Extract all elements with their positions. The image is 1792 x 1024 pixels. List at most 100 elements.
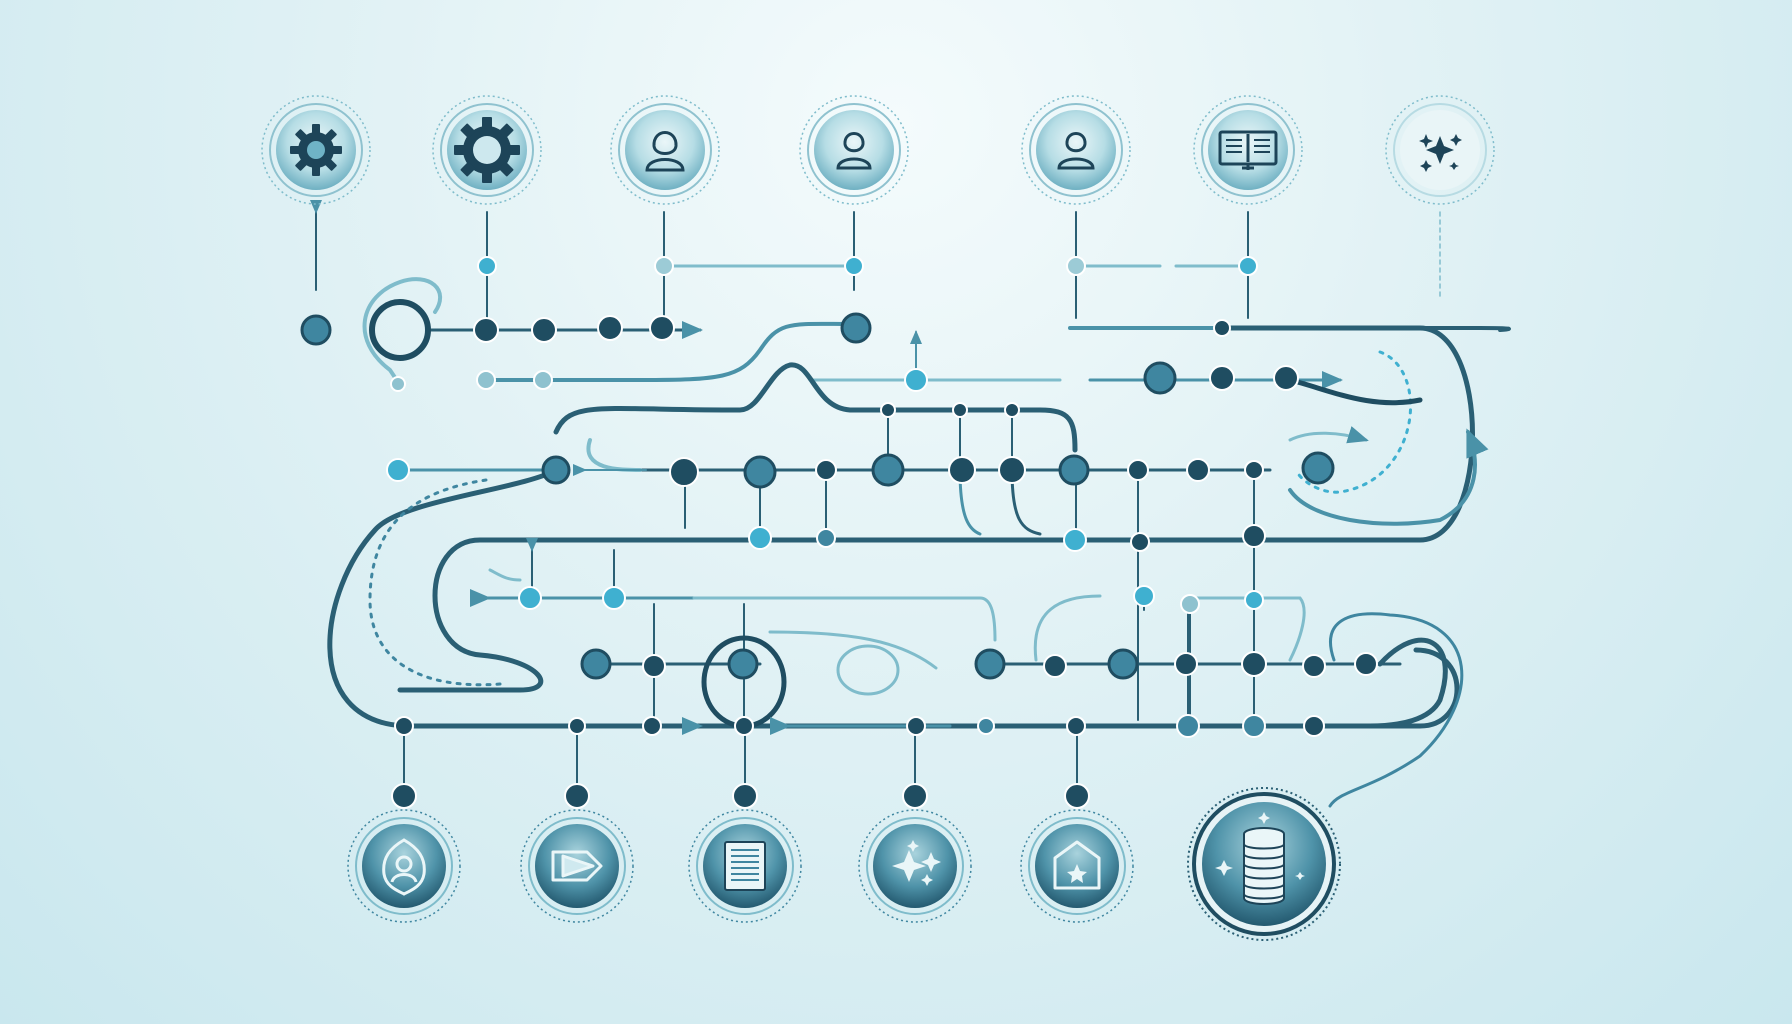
- main-track: [937, 325, 1475, 543]
- node: [1244, 460, 1264, 480]
- dashed-guide: [1288, 426, 1369, 444]
- shield-person-icon: [382, 838, 426, 896]
- node: [1273, 365, 1299, 391]
- node: [1130, 532, 1150, 552]
- node: [642, 716, 662, 736]
- link-line: [1328, 612, 1464, 808]
- node: [948, 456, 976, 484]
- node: [816, 528, 836, 548]
- node: [473, 317, 499, 343]
- node: [743, 455, 777, 489]
- node: [1354, 652, 1378, 676]
- main-track: [397, 537, 943, 693]
- gear-icon: [290, 124, 342, 176]
- node: [1058, 454, 1090, 486]
- bottom-icon-row: [347, 787, 1341, 941]
- node: [1180, 594, 1200, 614]
- arrow-play-icon: [551, 850, 603, 882]
- node: [391, 783, 417, 809]
- node: [748, 526, 772, 550]
- node: [1066, 716, 1086, 736]
- node: [300, 314, 332, 346]
- node: [597, 315, 623, 341]
- node: [952, 402, 968, 418]
- node: [654, 256, 674, 276]
- node: [1004, 402, 1020, 418]
- person-icon: [1057, 132, 1095, 170]
- badge-arrow: [520, 809, 634, 923]
- node: [568, 717, 586, 735]
- loop-ring: [369, 299, 431, 361]
- node: [1238, 256, 1258, 276]
- node: [998, 456, 1026, 484]
- node: [902, 783, 928, 809]
- node: [390, 376, 406, 392]
- top-icon-row: [261, 95, 1495, 205]
- badge-person-2: [799, 95, 909, 205]
- node: [1176, 714, 1200, 738]
- badge-person-1: [610, 95, 720, 205]
- node: [732, 783, 758, 809]
- node: [1133, 585, 1155, 607]
- node: [1174, 652, 1198, 676]
- node: [1209, 365, 1235, 391]
- node: [1107, 648, 1139, 680]
- node: [1064, 783, 1090, 809]
- link-line: [692, 596, 997, 642]
- link-line: [1367, 637, 1448, 729]
- node: [386, 458, 410, 482]
- node: [1043, 654, 1067, 678]
- node: [477, 256, 497, 276]
- link-line: [485, 321, 856, 382]
- node: [1066, 256, 1086, 276]
- node: [1244, 590, 1264, 610]
- link-line: [1033, 594, 1102, 662]
- node: [1213, 319, 1231, 337]
- node: [1242, 714, 1266, 738]
- node: [734, 716, 754, 736]
- badge-document: [688, 809, 802, 923]
- link-line: [768, 630, 938, 670]
- node: [1303, 715, 1325, 737]
- node: [1186, 458, 1210, 482]
- badge-gear-1: [261, 95, 371, 205]
- node: [977, 717, 995, 735]
- badge-sparkles-bottom: [858, 809, 972, 923]
- node: [602, 586, 626, 610]
- database-stack-icon: [1243, 827, 1285, 905]
- badge-person-3: [1021, 95, 1131, 205]
- node: [533, 370, 553, 390]
- link-line: [586, 438, 642, 472]
- dashed-guide: [1288, 428, 1489, 526]
- sparkles-icon: [1419, 134, 1462, 172]
- node: [906, 716, 926, 736]
- connector-lines: [310, 200, 1511, 808]
- home-star-icon: [1053, 840, 1101, 890]
- loop-arc: [362, 277, 442, 384]
- node: [642, 654, 666, 678]
- badge-sparkles-top: [1385, 95, 1495, 205]
- person-icon: [645, 131, 685, 172]
- link-line: [1218, 326, 1511, 332]
- node: [880, 402, 896, 418]
- node: [564, 783, 590, 809]
- link-line: [488, 568, 522, 582]
- node: [1242, 524, 1266, 548]
- nodes: [300, 256, 1378, 809]
- node: [518, 586, 542, 610]
- main-track: [327, 467, 1460, 729]
- link-line: [1188, 596, 1306, 662]
- person-icon: [836, 132, 872, 170]
- node: [844, 256, 864, 276]
- node: [871, 453, 905, 487]
- document-icon: [724, 841, 766, 891]
- node: [727, 648, 759, 680]
- node: [580, 648, 612, 680]
- badge-gear-2: [432, 95, 542, 205]
- node: [649, 315, 675, 341]
- node: [1302, 654, 1326, 678]
- main-track: [553, 362, 1078, 453]
- node: [1143, 361, 1177, 395]
